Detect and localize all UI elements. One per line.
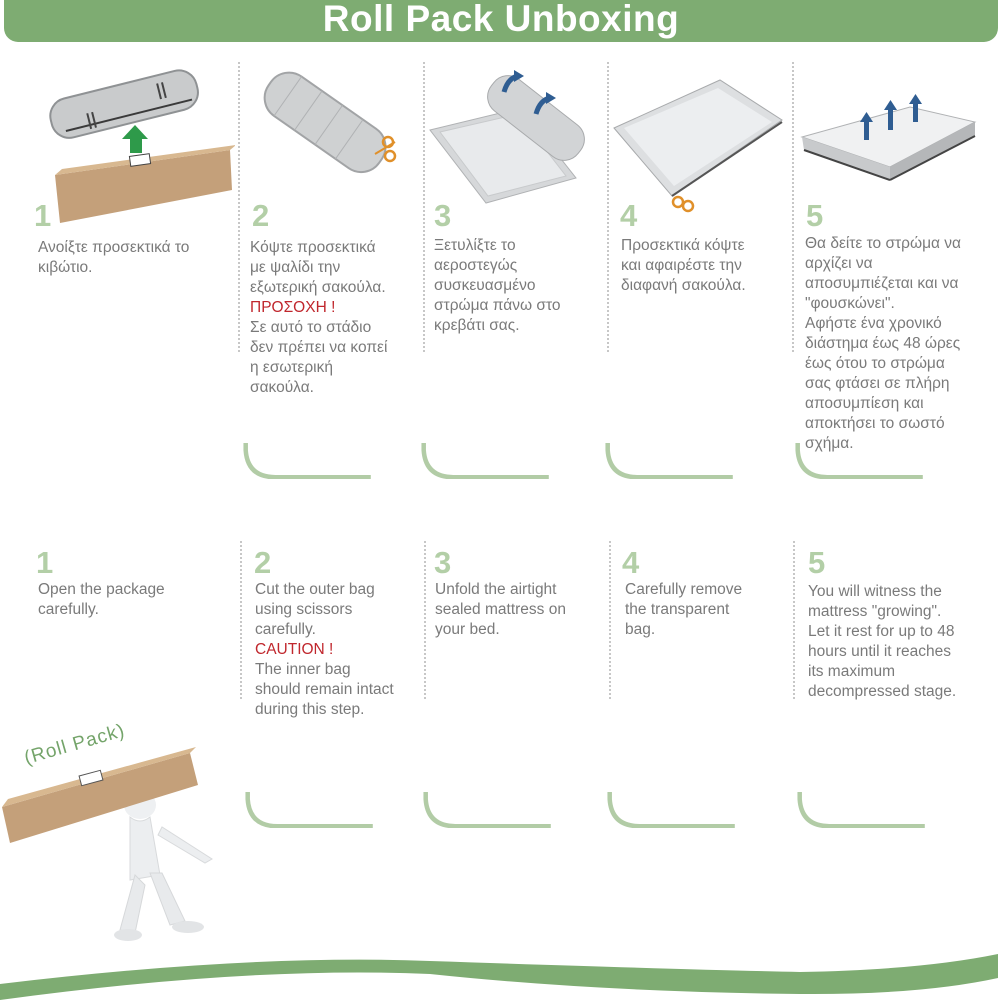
column-divider: [238, 62, 240, 352]
step-number: 5: [808, 545, 826, 580]
step-text: You will witness the mattress "growing".…: [808, 583, 957, 700]
unrolling-mattress-icon: [429, 70, 585, 204]
step-text: Open the package carefully.: [38, 581, 165, 618]
step-text: The inner bag should remain intact durin…: [255, 661, 394, 718]
step-text: Unfold the airtight sealed mattress on y…: [435, 581, 566, 638]
expanded-mattress-icon: [800, 94, 977, 181]
page-title: Roll Pack Unboxing: [322, 0, 680, 39]
step-number: 1: [34, 198, 52, 233]
warning-text: ΠΡΟΣΟΧΗ !: [250, 299, 336, 316]
header-banner: Roll Pack Unboxing: [4, 0, 998, 42]
up-arrow-icon: [122, 125, 148, 153]
decorative-bracket: [245, 792, 373, 828]
step-text: Cut the outer bag using scissors careful…: [255, 581, 375, 638]
step-text: Προσεκτικά κόψτε και αφαιρέστε την διαφα…: [621, 237, 746, 294]
step-number: 2: [254, 545, 272, 580]
column-divider: [793, 541, 795, 699]
step-text: Carefully remove the transparent bag.: [625, 581, 743, 638]
step-number: 2: [252, 198, 270, 233]
flat-bagged-mattress-icon: [613, 79, 783, 213]
warning-text: CAUTION !: [255, 641, 334, 658]
decorative-bracket: [605, 443, 733, 479]
scissors-icon: [671, 195, 695, 213]
step-number: 4: [620, 198, 638, 233]
step-number: 4: [622, 545, 640, 580]
step-number: 1: [36, 545, 54, 580]
column-divider: [424, 541, 426, 699]
decorative-bracket: [797, 792, 925, 828]
column-divider: [423, 62, 425, 352]
step-text: Κόψτε προσεκτικά με ψαλίδι την εξωτερική…: [250, 239, 386, 296]
decorative-bracket: [423, 792, 551, 828]
figure-carrying-box-icon: [2, 747, 213, 941]
step-text-with-warning: Κόψτε προσεκτικά με ψαλίδι την εξωτερική…: [250, 238, 420, 398]
step-number: 3: [434, 198, 452, 233]
rolled-mattress-scissors-icon: [263, 71, 397, 174]
decorative-bracket: [607, 792, 735, 828]
step-text: Ξετυλίξτε το αεροστεγώς συσκευασμένο στρ…: [434, 237, 561, 334]
scissors-icon: [374, 135, 397, 163]
step-text: Θα δείτε το στρώμα να αρχίζει να αποσυμπ…: [805, 235, 961, 452]
column-divider: [240, 541, 242, 699]
step-text: Σε αυτό το στάδιο δεν πρέπει να κοπεί η …: [250, 319, 388, 396]
box-with-rolled-mattress-icon: [49, 69, 235, 223]
footer-wave-decoration: [0, 954, 998, 1000]
decorative-bracket: [243, 443, 371, 479]
step-text-with-warning: Cut the outer bag using scissors careful…: [255, 580, 425, 720]
decorative-bracket: [421, 443, 549, 479]
column-divider: [607, 62, 609, 352]
up-arrows-icon: [860, 94, 922, 140]
step-number: 5: [806, 198, 824, 233]
column-divider: [609, 541, 611, 699]
column-divider: [792, 62, 794, 352]
step-number: 3: [434, 545, 452, 580]
step-text: Ανοίξτε προσεκτικά το κιβώτιο.: [38, 239, 190, 276]
decorative-bracket: [795, 443, 923, 479]
